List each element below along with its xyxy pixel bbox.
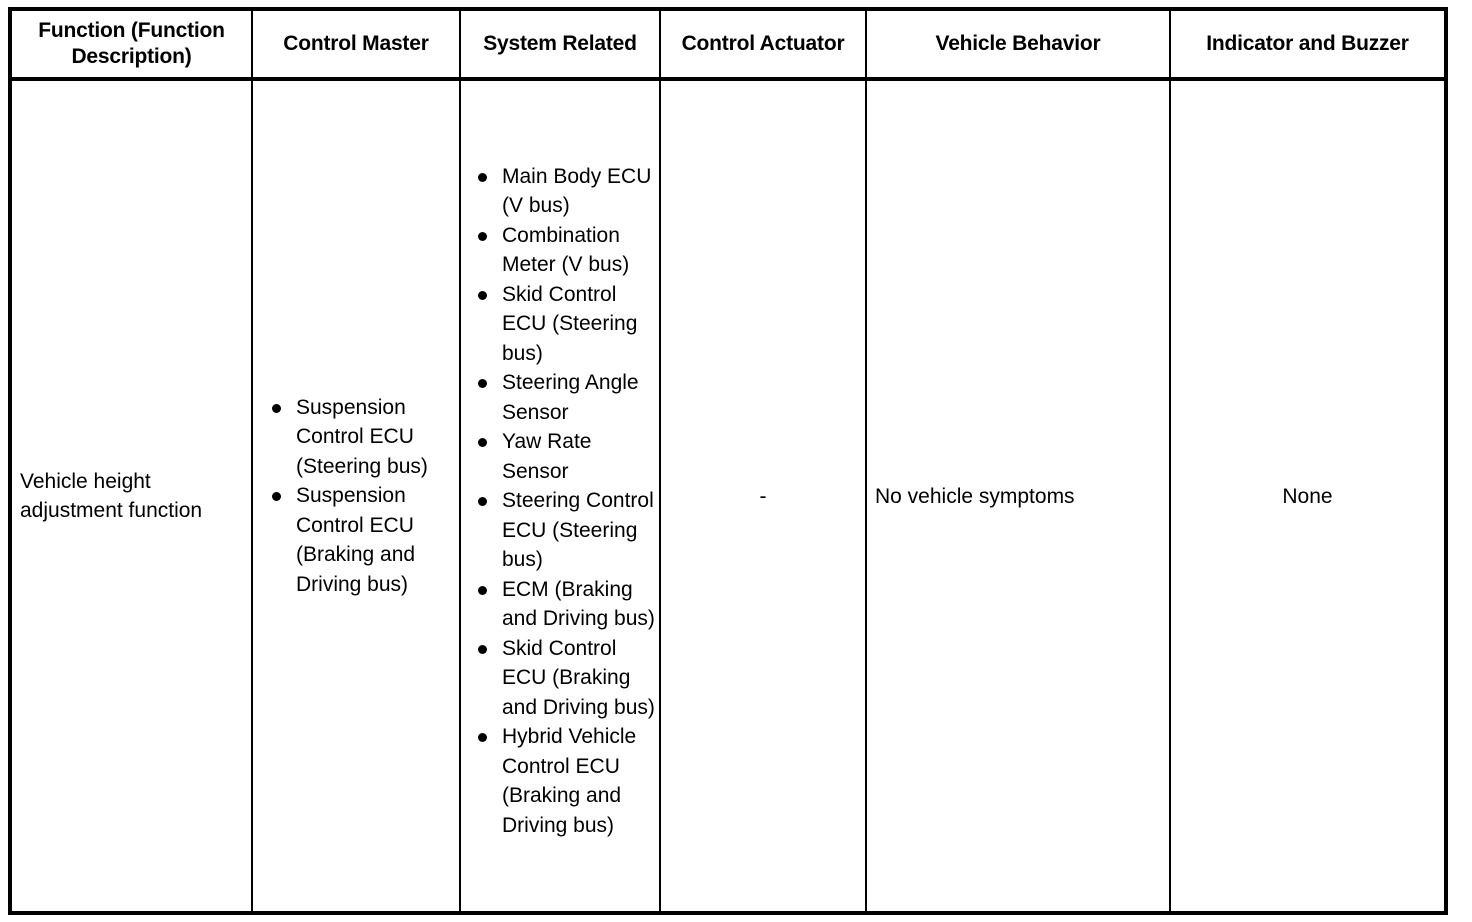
column-header-vehicle-behavior: Vehicle Behavior [865, 7, 1171, 81]
column-header-control-master: Control Master [251, 7, 461, 81]
control-master-list-wrap: Suspension Control ECU (Steering bus) Su… [253, 393, 459, 600]
list-item: Yaw Rate Sensor [476, 427, 657, 486]
list-item: Main Body ECU (V bus) [476, 162, 657, 221]
cell-control-master: Suspension Control ECU (Steering bus) Su… [251, 79, 461, 915]
table-row: Vehicle height adjustment function Suspe… [8, 79, 1448, 915]
list-item: Suspension Control ECU (Steering bus) [270, 393, 455, 482]
list-item: Skid Control ECU (Steering bus) [476, 280, 657, 369]
cell-control-actuator: - [659, 79, 867, 915]
cell-function-description: Vehicle height adjustment function [8, 79, 253, 915]
control-master-list: Suspension Control ECU (Steering bus) Su… [270, 393, 455, 600]
cell-system-related: Main Body ECU (V bus) Combination Meter … [459, 79, 661, 915]
list-item: Suspension Control ECU (Braking and Driv… [270, 481, 455, 599]
indicator-and-buzzer-text: None [1282, 484, 1333, 508]
cell-vehicle-behavior: No vehicle symptoms [865, 79, 1171, 915]
list-item: Combination Meter (V bus) [476, 221, 657, 280]
vehicle-behavior-text: No vehicle symptoms [875, 484, 1075, 508]
table-header: Function (Function Description) Control … [8, 7, 1448, 81]
list-item: Skid Control ECU (Braking and Driving bu… [476, 634, 657, 723]
system-related-list: Main Body ECU (V bus) Combination Meter … [476, 162, 657, 841]
column-header-function: Function (Function Description) [8, 7, 253, 81]
list-item: Steering Control ECU (Steering bus) [476, 486, 657, 575]
table-body: Vehicle height adjustment function Suspe… [8, 79, 1448, 915]
cell-indicator-and-buzzer: None [1169, 79, 1448, 915]
column-header-indicator-and-buzzer: Indicator and Buzzer [1169, 7, 1448, 81]
header-row: Function (Function Description) Control … [8, 7, 1448, 81]
control-actuator-text: - [759, 484, 767, 508]
function-specification-table: Function (Function Description) Control … [8, 7, 1448, 915]
function-description-text: Vehicle height adjustment function [20, 470, 203, 522]
column-header-control-actuator: Control Actuator [659, 7, 867, 81]
list-item: ECM (Braking and Driving bus) [476, 575, 657, 634]
list-item: Hybrid Vehicle Control ECU (Braking and … [476, 722, 657, 840]
system-related-list-wrap: Main Body ECU (V bus) Combination Meter … [461, 152, 659, 841]
list-item: Steering Angle Sensor [476, 368, 657, 427]
column-header-system-related: System Related [459, 7, 661, 81]
